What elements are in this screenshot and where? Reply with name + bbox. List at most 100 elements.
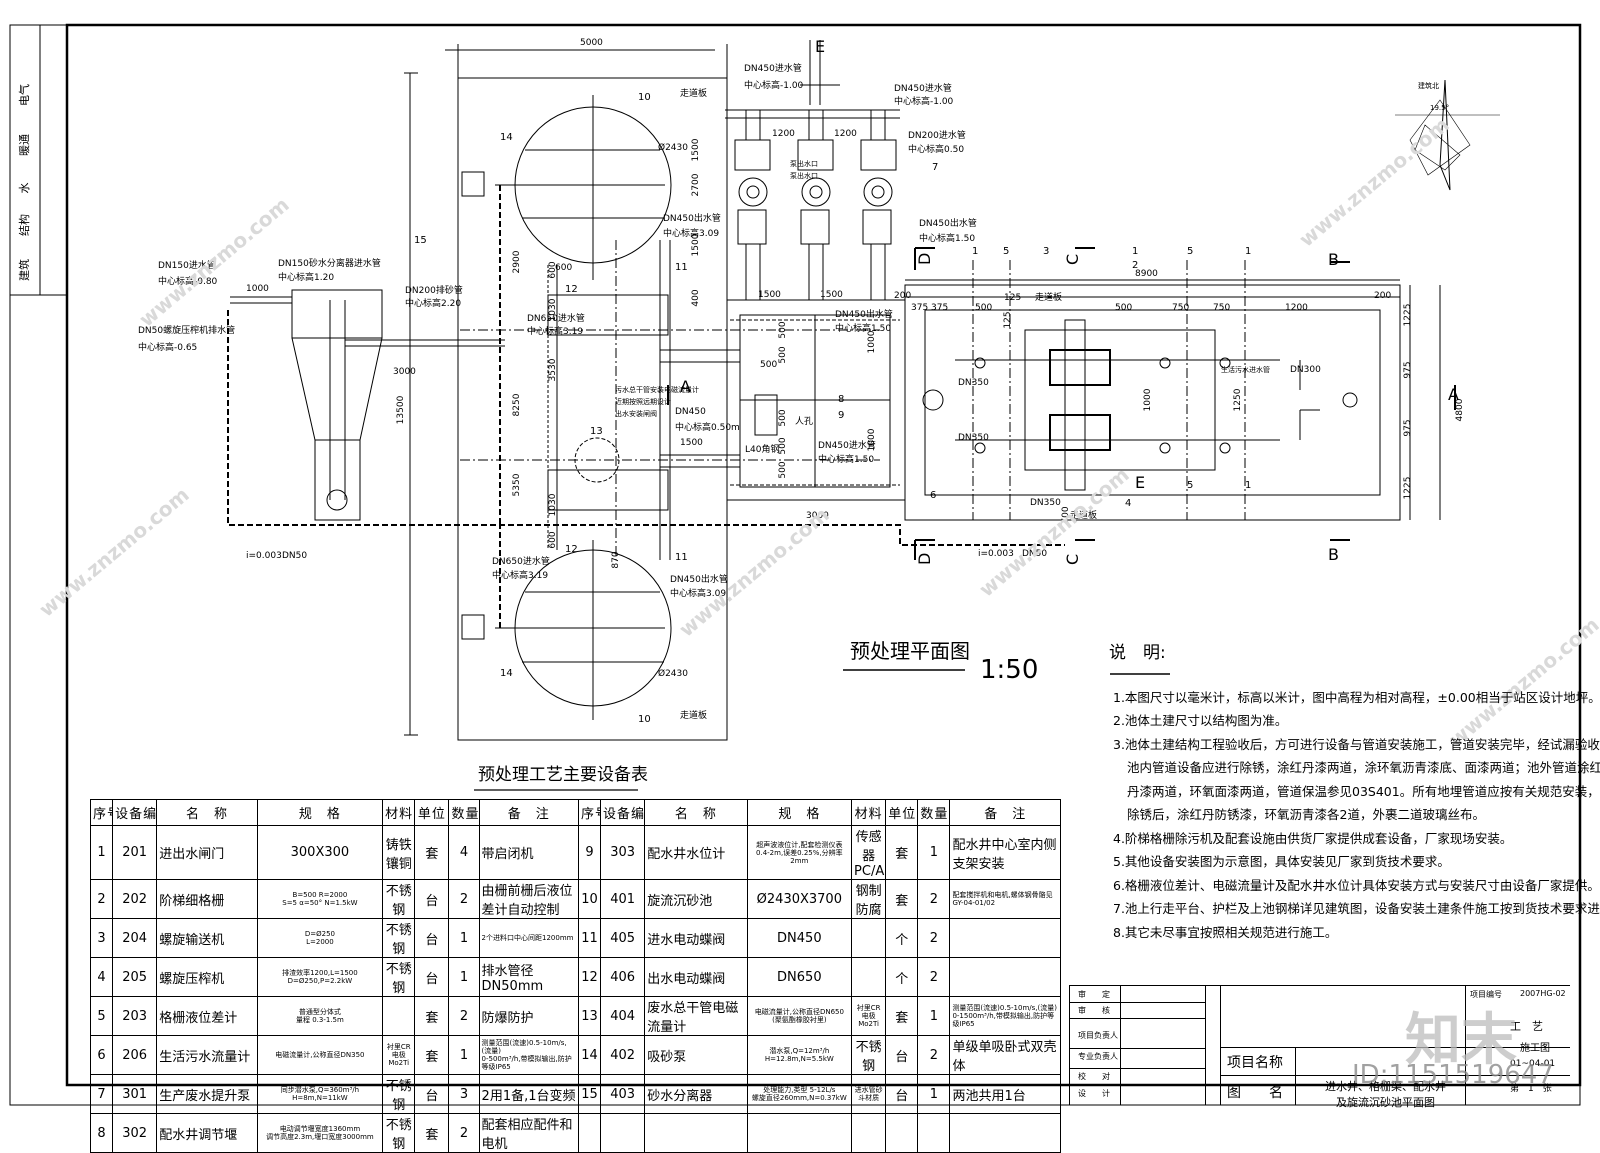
table-cell: 5	[89, 996, 114, 1036]
pipe-label: DN350	[958, 378, 989, 388]
plan-geometry	[227, 40, 1500, 741]
dim-horizontal: 750	[1213, 303, 1230, 313]
table-cell	[577, 1113, 602, 1153]
table-cell: 2	[89, 879, 114, 919]
table-cell: 处理能力,类型 5-12L/s 螺旋直径260mm,N=0.37kW	[746, 1074, 853, 1114]
table-cell: 两池共用1台	[949, 1074, 1061, 1114]
dim-horizontal: 500	[1115, 303, 1132, 313]
table-cell: 204	[112, 918, 158, 958]
table-cell: 吸砂泵	[644, 1035, 748, 1075]
title-block-row: 专业负责人	[1070, 1048, 1205, 1069]
pipe-label: DN450出水管	[663, 212, 721, 224]
callout-number: 11	[675, 552, 688, 563]
note-item: 7.池上行走平台、护栏及上池钢梯详见建筑图，设备安装土建条件施工按到货技术要求进…	[1113, 901, 1600, 916]
table-cell: 302	[112, 1113, 158, 1153]
equipment-table: 序号 设备编号 名 称 规 格 材料 单位 数量 备 注 序号 设备编号 名 称…	[89, 799, 1061, 1153]
table-cell: 206	[112, 1035, 158, 1075]
table-cell: 旋流沉砂池	[644, 879, 748, 919]
callout-number: 1	[1245, 480, 1251, 491]
slope-label: i=0.003	[978, 549, 1014, 559]
note-item: 2.池体土建尺寸以结构图为准。	[1113, 713, 1288, 728]
walkway-label: 走道板	[1070, 509, 1097, 521]
table-cell: 401	[600, 879, 646, 919]
angle-label: L40角钢	[745, 443, 779, 455]
table-cell: 阶梯细格栅	[156, 879, 258, 919]
table-cell: 1	[89, 825, 114, 880]
table-cell: 台	[885, 1074, 919, 1114]
id-watermark: ID:1151519647	[1352, 1060, 1554, 1090]
table-cell: DN450	[746, 918, 853, 958]
table-cell: 3	[448, 1074, 480, 1114]
table-cell: 不锈钢	[382, 879, 416, 919]
brand-logo: 知末	[1405, 1008, 1517, 1073]
dim-vertical: 1030	[548, 298, 558, 321]
table-cell	[746, 1113, 853, 1153]
section-letter: E	[815, 37, 825, 56]
dim-horizontal: 200	[894, 291, 911, 301]
callout-number: 7	[932, 162, 938, 173]
pipe-elev: 中心标高3.19	[492, 569, 548, 581]
table-cell: 202	[112, 879, 158, 919]
table-cell	[949, 918, 1061, 958]
table-cell: 配水井中心室内侧支架安装	[949, 825, 1061, 880]
note-item: 5.其他设备安装图为示意图，具体安装见厂家到货技术要求。	[1113, 854, 1450, 869]
section-letter: D	[915, 553, 934, 565]
dim-vertical: 600	[548, 531, 558, 548]
walkway-label: 走道板	[1035, 291, 1062, 303]
table-cell: 404	[600, 996, 646, 1036]
table-cell: 衬里CR 电极Mo2Ti	[382, 1035, 416, 1075]
dim-horizontal: 500	[760, 360, 777, 370]
table-cell: 个	[885, 957, 919, 997]
col-header: 材料	[851, 799, 887, 826]
table-cell: 排渣效率1200,L=1500 D=Ø250,P=2.2kW	[256, 957, 384, 997]
walkway-label: 走道板	[680, 87, 707, 99]
table-cell: 配套相应配件和电机	[478, 1113, 579, 1153]
table-cell: 单级单吸卧式双壳体	[949, 1035, 1061, 1075]
callout-number: 13	[590, 426, 603, 437]
table-cell: 生产废水提升泵	[156, 1074, 258, 1114]
side-strip-item: 电气	[17, 84, 31, 106]
side-strip-item: 暖通	[18, 134, 31, 156]
dim-horizontal: 500	[975, 303, 992, 313]
table-cell: 潜水泵,Q=12m³/h H=12.8m,N=5.5kW	[746, 1035, 853, 1075]
note-label: 泵出水口	[790, 159, 818, 168]
table-cell: 1	[448, 957, 480, 997]
table-cell: 10	[577, 879, 602, 919]
table-cell: 403	[600, 1074, 646, 1114]
pump-group	[725, 109, 900, 300]
callout-number: 11	[675, 262, 688, 273]
callout-number: 6	[930, 490, 936, 501]
table-cell: 4	[448, 825, 480, 880]
pipe-elev: 中心标高1.50	[919, 232, 975, 244]
table-cell: 螺旋压榨机	[156, 957, 258, 997]
table-cell: 2	[448, 996, 480, 1036]
note-label: 近期按照远期设计	[615, 397, 671, 406]
table-cell: 2	[917, 918, 951, 958]
callout-number: 5	[1003, 246, 1009, 257]
table-cell: 套	[885, 825, 919, 880]
table-cell: 出水电动蝶阀	[644, 957, 748, 997]
table-cell: 1	[917, 996, 951, 1036]
dim-vertical: 1000	[1143, 388, 1153, 411]
dim-vertical: 500	[778, 409, 788, 426]
callout-number: 1	[972, 246, 978, 257]
table-cell: 2	[917, 1035, 951, 1075]
pipe-label: DN450出水管	[835, 308, 893, 320]
pipe-label: DN50	[282, 551, 307, 561]
section-letter: A	[680, 377, 691, 396]
plan-labels: 建筑北 19.5° 5000 13500 8900 4800 1200 1200…	[138, 37, 1465, 725]
table-cell: 405	[600, 918, 646, 958]
table-cell: 台	[885, 1035, 919, 1075]
walkway-label: 走道板	[680, 709, 707, 721]
pipe-label: DN150进水管	[158, 259, 216, 271]
table-cell: 螺旋输送机	[156, 918, 258, 958]
note-item: 4.阶梯格栅除污机及配套设施由供货厂家提供成套设备，厂家现场安装。	[1113, 830, 1513, 846]
table-cell	[885, 1113, 919, 1153]
table-cell: 402	[600, 1035, 646, 1075]
table-cell: 15	[577, 1074, 602, 1114]
table-cell: 测量范围(流速)0.5-10m/s,(流量) 0-500m³/h,带模拟输出,防…	[478, 1035, 579, 1075]
table-cell: 9	[577, 825, 602, 880]
table-cell: 6	[89, 1035, 114, 1075]
